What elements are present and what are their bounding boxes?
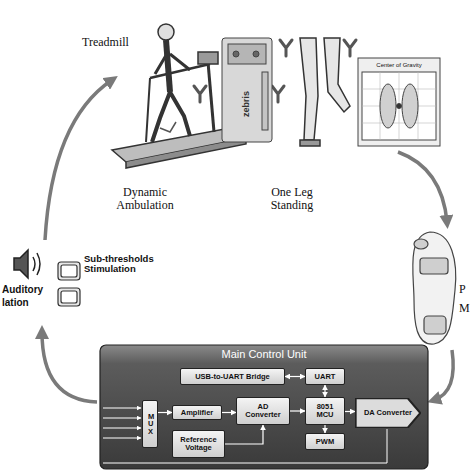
cut-off-label: M	[459, 302, 470, 315]
signal-connector	[324, 385, 325, 397]
leg-illustration	[324, 38, 350, 112]
foot-sensor	[414, 239, 428, 249]
electrode-pad	[58, 262, 80, 280]
signal-connector	[285, 376, 305, 377]
device-brand: zebris	[242, 91, 252, 117]
cycle-arrow	[45, 80, 112, 240]
illustration-label: Dynamic Ambulation	[106, 186, 184, 212]
illustration-label: Treadmill	[82, 36, 129, 49]
cycle-arrow	[398, 152, 447, 222]
foot-sensor	[413, 232, 456, 344]
treadmill-illustration	[158, 24, 174, 40]
electrode-pad	[61, 291, 77, 303]
signal-connector	[225, 425, 263, 444]
leg-illustration	[300, 38, 350, 146]
electrode-pad	[58, 262, 80, 306]
block-label: Reference Voltage	[175, 436, 222, 452]
leg-illustration	[300, 140, 320, 146]
mux-box: MUX	[142, 400, 158, 448]
signal-connector	[158, 412, 172, 413]
block-label: PWM	[316, 438, 334, 446]
signal-connector	[222, 412, 236, 413]
screen-title: Center of Gravity	[360, 62, 438, 69]
zebris-device	[228, 44, 266, 64]
block-label: UART	[315, 373, 336, 381]
sensor-icon	[344, 40, 356, 56]
block-label: MUX	[148, 413, 152, 436]
cog-screen	[358, 58, 440, 146]
signal-wire	[103, 418, 141, 419]
electrode-pad	[61, 265, 77, 277]
process-box: Amplifier	[172, 405, 222, 420]
control-panel	[100, 345, 428, 469]
foot-sensor	[413, 232, 456, 344]
sensor-icon	[272, 86, 284, 102]
sensor-icon	[280, 40, 292, 56]
process-box: 8051 MCU	[305, 397, 345, 425]
process-box: AD Converter	[236, 397, 290, 425]
leg-illustration	[300, 38, 318, 140]
converter-arrow-box: DA Converter	[355, 398, 421, 428]
signal-wire	[103, 408, 141, 409]
cog-screen	[397, 104, 402, 109]
treadmill-illustration	[198, 52, 218, 64]
process-box: USB-to-UART Bridge	[180, 368, 285, 385]
cog-screen	[402, 84, 418, 128]
treadmill-illustration	[146, 78, 150, 142]
treadmill-illustration	[166, 40, 170, 92]
block-label: DA Converter	[364, 409, 412, 417]
stimulation-label: Sub-thresholds Stimulation	[84, 254, 158, 275]
cog-screen	[358, 58, 440, 146]
zebris-device	[253, 51, 259, 57]
stimulation-label: lation	[2, 297, 29, 308]
cog-screen	[362, 72, 436, 140]
sensor-icon	[194, 86, 206, 102]
electrode-pad	[58, 288, 80, 306]
process-box: PWM	[305, 433, 345, 450]
block-label: USB-to-UART Bridge	[195, 373, 270, 381]
speaker-icon	[14, 250, 28, 278]
zebris-device	[262, 72, 268, 130]
zebris-device	[222, 38, 272, 142]
signal-connector	[290, 410, 305, 411]
process-box: UART	[305, 368, 345, 385]
cog-screen	[362, 72, 436, 140]
treadmill-illustration	[152, 92, 190, 142]
signal-wire	[103, 428, 141, 429]
foot-sensor	[424, 316, 446, 334]
converter-outline	[356, 398, 421, 427]
process-box: Reference Voltage	[172, 430, 225, 458]
treadmill-illustration	[160, 122, 176, 132]
block-label: 8051 MCU	[308, 403, 342, 419]
zebris-device	[222, 38, 272, 142]
stimulation-label: Auditory	[2, 284, 43, 295]
speaker-icon	[14, 250, 40, 278]
cycle-arrow	[42, 332, 97, 402]
cycle-arrow	[434, 350, 453, 400]
speaker-icon	[33, 253, 40, 275]
illustration-label: One Leg Standing	[262, 186, 322, 212]
panel-title: Main Control Unit	[222, 348, 307, 360]
cog-screen	[380, 84, 396, 128]
cut-off-label: P	[459, 283, 466, 296]
signal-connector	[345, 411, 355, 412]
control-unit-panel: Main Control UnitUSB-to-UART Bridge UART M…	[100, 345, 428, 469]
foot-sensor	[420, 258, 448, 274]
block-label: AD Converter	[239, 403, 287, 419]
treadmill-illustration	[208, 62, 214, 132]
block-label: Amplifier	[181, 409, 214, 417]
signal-connector	[324, 425, 325, 433]
zebris-device	[233, 51, 239, 57]
treadmill-illustration	[155, 52, 190, 74]
signal-wire	[103, 438, 141, 439]
control-panel	[100, 345, 428, 469]
